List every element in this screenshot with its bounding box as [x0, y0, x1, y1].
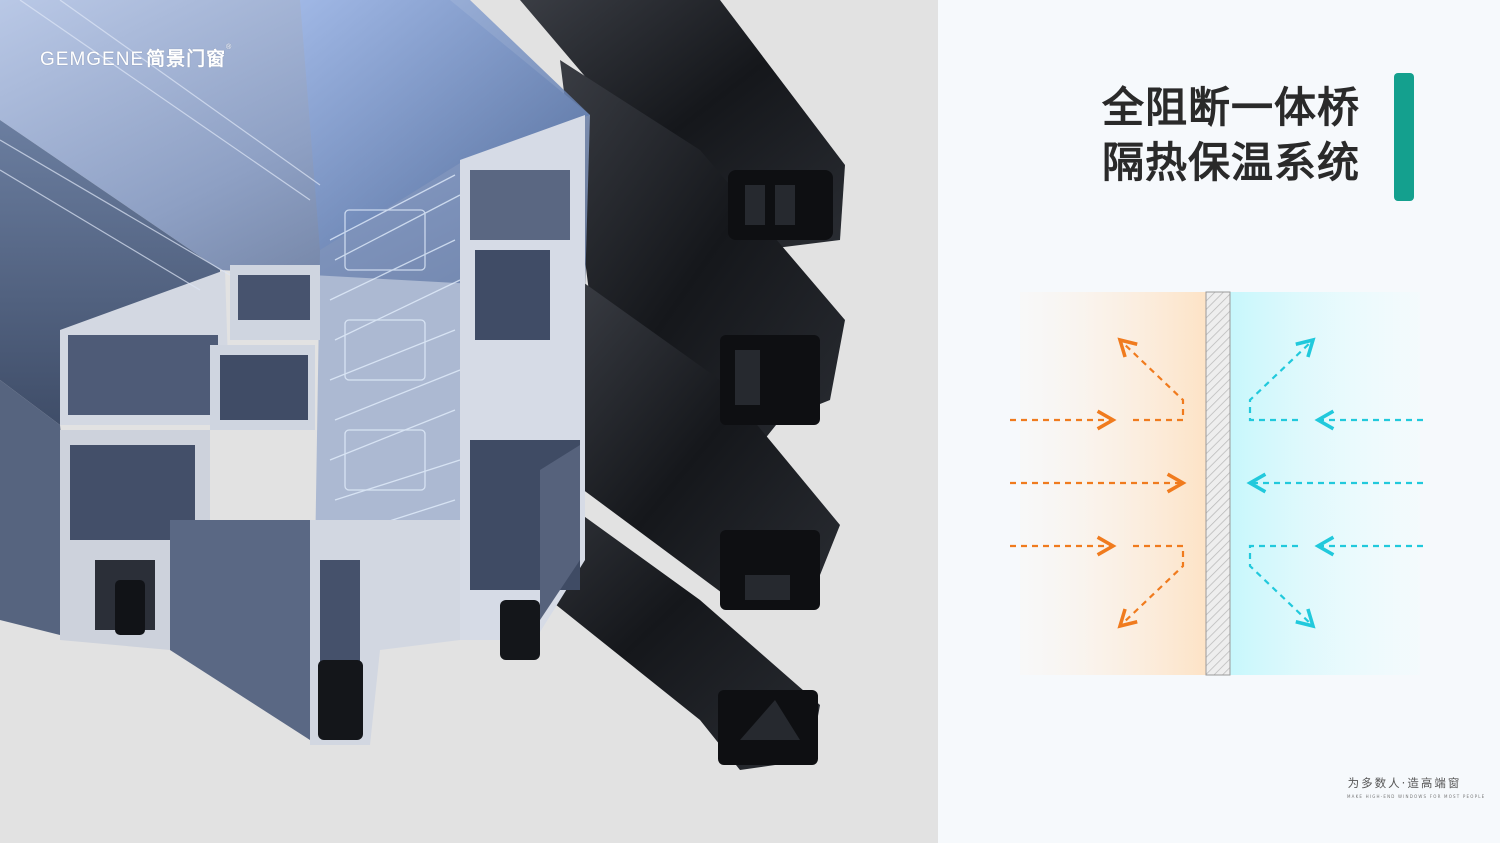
cool-zone — [1230, 292, 1420, 675]
slogan-cn: 为多数人·造高端窗 — [1347, 776, 1462, 790]
insulation-wall — [1205, 291, 1231, 676]
slogan-en: MAKE HIGH-END WINDOWS FOR MOST PEOPLE — [1347, 794, 1486, 799]
trademark-mark: ® — [226, 44, 233, 51]
cool-arrows — [1246, 337, 1423, 629]
warm-arrows — [1010, 337, 1187, 629]
slogan: 为多数人·造高端窗 MAKE HIGH-END WINDOWS FOR MOST… — [1347, 775, 1486, 799]
brand-name-en: GEMGENE — [40, 49, 145, 70]
headline-line-1: 全阻断一体桥 — [1101, 83, 1360, 132]
headline: 全阻断一体桥 隔热保温系统 — [1102, 80, 1360, 190]
headline-line-2: 隔热保温系统 — [1101, 138, 1360, 187]
thermal-diagram — [1010, 291, 1423, 676]
aluminum-profile-illustration — [0, 0, 845, 770]
brand-name-cn: 简景门窗 — [146, 49, 227, 70]
accent-bar — [1394, 73, 1414, 201]
info-panel: 全阻断一体桥 隔热保温系统 — [938, 0, 1500, 843]
